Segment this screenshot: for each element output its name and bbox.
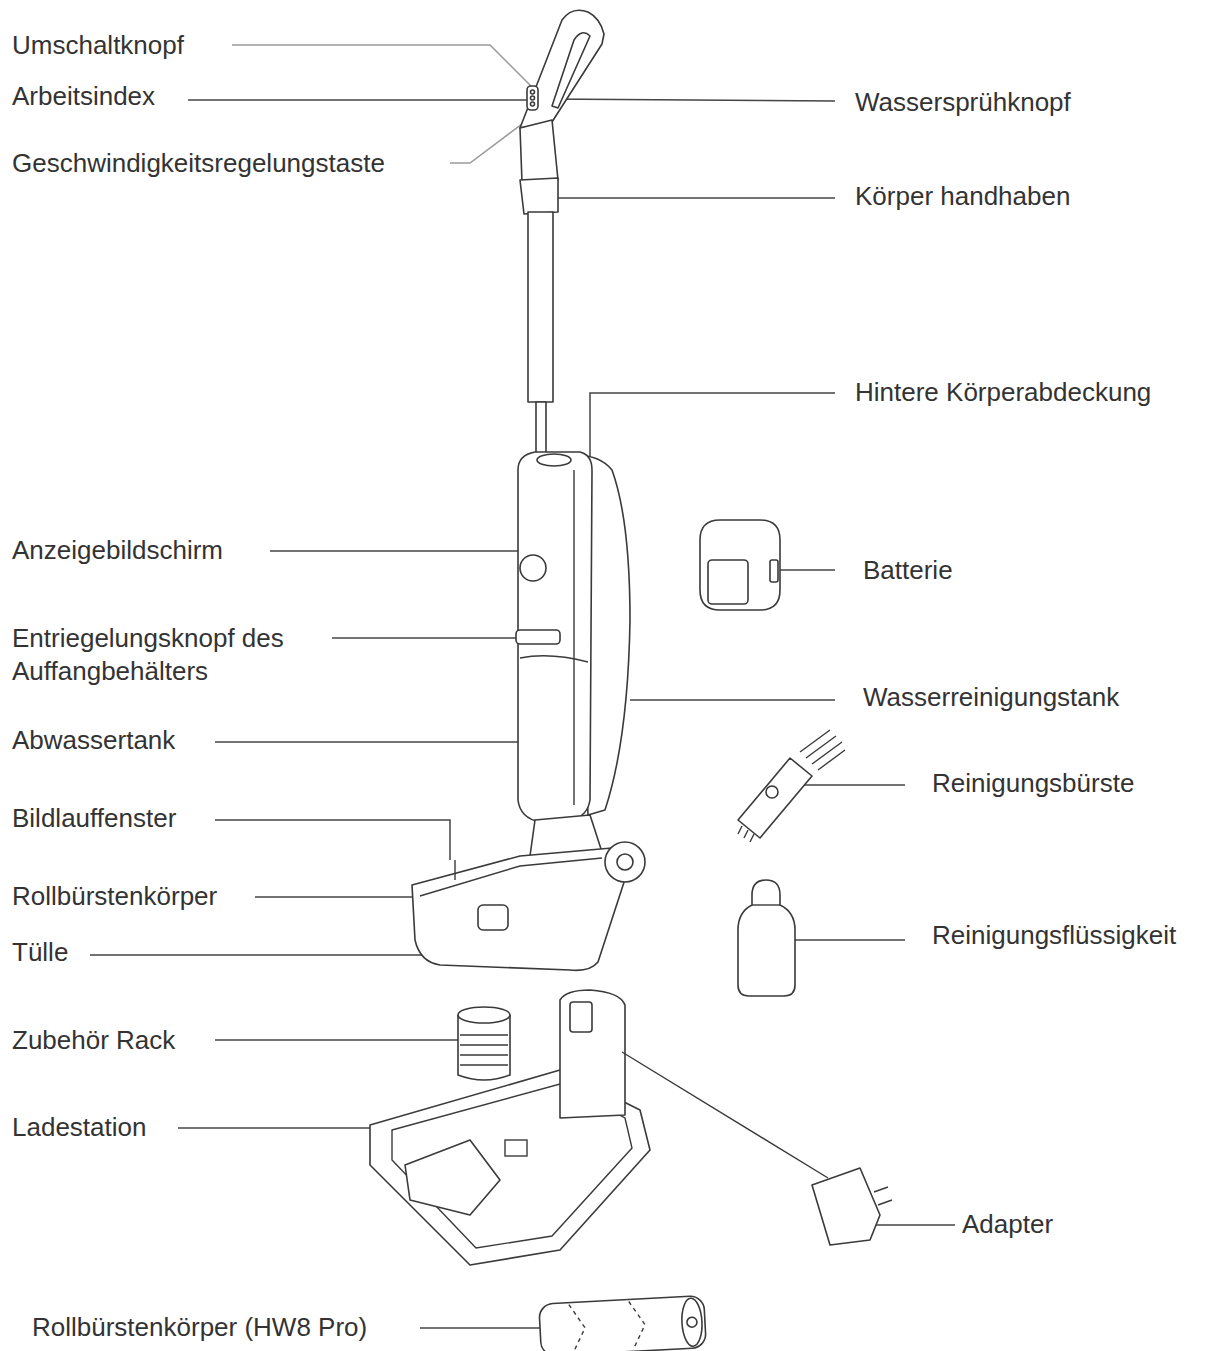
leader-line xyxy=(332,637,518,639)
main-body xyxy=(537,454,571,466)
part-label: Geschwindigkeitsregelungstaste xyxy=(12,147,385,180)
leader-line xyxy=(215,820,450,860)
floor-head xyxy=(478,905,508,930)
charging-station xyxy=(570,1002,592,1032)
handle xyxy=(531,102,535,106)
roller-brush xyxy=(539,1296,706,1351)
charging-station xyxy=(458,1007,510,1023)
leader-line xyxy=(795,939,905,941)
floor-head xyxy=(420,858,602,896)
adapter xyxy=(812,1168,880,1245)
floor-head xyxy=(605,842,645,882)
roller-brush xyxy=(687,1317,698,1328)
charging-station xyxy=(405,1140,500,1215)
part-label: Entriegelungsknopf des Auffangbehälters xyxy=(12,622,342,688)
floor-head xyxy=(412,815,645,970)
battery xyxy=(708,560,748,604)
roller-brush xyxy=(539,1296,706,1351)
cleaning-fluid-bottle xyxy=(738,880,795,996)
part-label: Wassersprühknopf xyxy=(855,86,1071,119)
charging-station xyxy=(370,990,650,1265)
cleaning-brush xyxy=(738,826,754,842)
leader-line xyxy=(188,99,530,101)
leader-line xyxy=(215,741,530,743)
main-body xyxy=(520,656,588,662)
leader-line xyxy=(420,1327,560,1329)
part-label: Reinigungsbürste xyxy=(932,767,1134,800)
leader-line xyxy=(780,569,835,571)
leader-line xyxy=(450,118,530,163)
charging-station xyxy=(505,1140,527,1156)
part-label: Adapter xyxy=(962,1208,1053,1241)
floor-head xyxy=(412,848,628,970)
part-label: Tülle xyxy=(12,936,68,969)
leader-line xyxy=(178,1127,400,1129)
charging-station xyxy=(458,1015,510,1080)
part-label: Rollbürstenkörper (HW8 Pro) xyxy=(32,1311,367,1344)
floor-head xyxy=(617,854,633,870)
part-label: Ladestation xyxy=(12,1111,146,1144)
cleaning-fluid-bottle xyxy=(738,880,795,996)
part-label: Körper handhaben xyxy=(855,180,1070,213)
leader-line xyxy=(590,393,835,465)
part-label: Anzeigebildschirm xyxy=(12,534,223,567)
handle xyxy=(527,86,538,110)
part-label: Hintere Körperabdeckung xyxy=(855,376,1151,409)
cleaning-brush xyxy=(738,758,812,838)
handle xyxy=(520,120,558,182)
handle xyxy=(520,10,604,457)
leader-line xyxy=(545,99,835,101)
adapter xyxy=(874,1187,892,1205)
roller-brush xyxy=(681,1298,703,1347)
part-label: Arbeitsindex xyxy=(12,80,155,113)
leader-line xyxy=(90,45,955,1328)
part-label: Abwassertank xyxy=(12,724,175,757)
battery xyxy=(700,520,780,610)
battery xyxy=(770,560,778,582)
charging-station xyxy=(560,990,625,1118)
main-body xyxy=(516,452,630,822)
adapter xyxy=(622,1052,828,1178)
cleaning-brush xyxy=(800,730,845,770)
handle xyxy=(536,402,546,457)
cleaning-brush xyxy=(766,786,778,798)
part-label: Wasserreinigungstank xyxy=(863,681,1119,714)
part-label: Bildlauffenster xyxy=(12,802,176,835)
adapter xyxy=(622,1052,892,1245)
main-body xyxy=(573,470,574,805)
leader-line xyxy=(270,550,520,552)
part-label: Reinigungsflüssigkeit xyxy=(932,919,1176,952)
handle xyxy=(528,212,553,402)
handle xyxy=(520,178,558,214)
part-label: Umschaltknopf xyxy=(12,29,184,62)
leader-line xyxy=(255,896,430,898)
battery xyxy=(700,520,780,610)
handle xyxy=(520,10,604,128)
charging-station xyxy=(460,1035,508,1065)
part-label: Rollbürstenkörper xyxy=(12,880,217,913)
leader-line xyxy=(232,45,533,88)
cleaning-brush xyxy=(738,730,845,842)
main-body xyxy=(516,630,560,644)
leader-line xyxy=(550,197,835,199)
handle xyxy=(552,33,590,108)
handle xyxy=(531,96,535,100)
part-label: Zubehör Rack xyxy=(12,1024,175,1057)
leader-line xyxy=(630,699,835,701)
leader-line xyxy=(875,1224,955,1226)
floor-head xyxy=(454,860,455,880)
cleaning-fluid-bottle xyxy=(752,904,780,905)
part-label: Batterie xyxy=(863,554,953,587)
handle xyxy=(531,90,535,94)
roller-brush xyxy=(569,1301,646,1351)
main-body xyxy=(520,555,546,581)
leader-line xyxy=(215,1039,460,1041)
